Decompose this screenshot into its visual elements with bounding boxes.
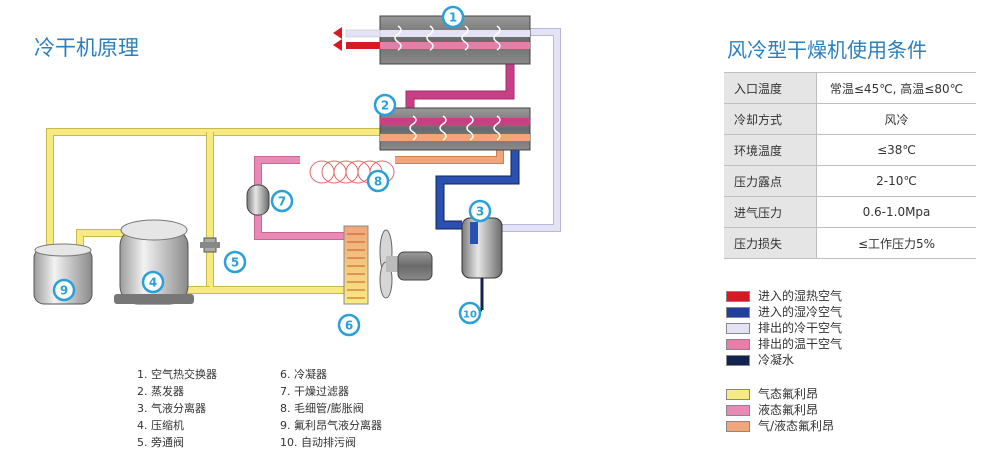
legend-swatch [726, 322, 750, 334]
cold-dry-air-pipe [500, 28, 561, 232]
badge-label: 7 [278, 195, 286, 209]
badge-label: 10 [463, 310, 477, 321]
dryer-filter [246, 184, 270, 216]
condition-value: 2-10℃ [816, 165, 976, 197]
legend-item: 冷凝水 [726, 352, 842, 368]
part-item: 9. 氟利昂气液分离器 [280, 419, 382, 432]
legend-item: 排出的冷干空气 [726, 320, 842, 336]
badge-6: 6 [337, 313, 361, 337]
badge-label: 5 [231, 256, 239, 270]
badge-label: 2 [381, 99, 389, 113]
parts-list-left: 1. 空气热交换器 2. 蒸发器 3. 气液分离器 4. 压缩机 5. 旁通阀 [137, 366, 217, 451]
part-item: 10. 自动排污阀 [280, 436, 356, 449]
condition-value: 常温≤45℃, 高温≤80℃ [816, 72, 976, 104]
badge-label: 4 [149, 276, 157, 290]
badge-label: 8 [374, 175, 382, 189]
legend-item: 气态氟利昂 [726, 386, 842, 402]
badge-label: 9 [60, 284, 68, 298]
condition-value: 风冷 [816, 103, 976, 135]
condition-row: 入口温度常温≤45℃, 高温≤80℃ [724, 72, 976, 104]
part-item: 5. 旁通阀 [137, 436, 184, 449]
condition-row: 压力损失≤工作压力5% [724, 227, 976, 259]
badge-7: 7 [270, 189, 294, 213]
legend-swatch [726, 290, 750, 302]
evaporator [379, 107, 531, 151]
condenser [343, 225, 369, 305]
legend-label: 进入的湿冷空气 [758, 305, 843, 319]
legend-label: 液态氟利昂 [758, 403, 819, 417]
condition-key: 进气压力 [724, 196, 817, 228]
legend-swatch [726, 354, 750, 366]
freon-liquid-pipe [254, 156, 345, 240]
legend-item: 液态氟利昂 [726, 402, 842, 418]
badge-4: 4 [141, 270, 165, 294]
legend-label: 气/液态氟利昂 [758, 419, 835, 433]
legend-label: 进入的湿热空气 [758, 289, 843, 303]
legend-item: 排出的温干空气 [726, 336, 842, 352]
part-item: 1. 空气热交换器 [137, 368, 217, 381]
badge-8: 8 [366, 169, 390, 193]
legend-swatch [726, 388, 750, 400]
condition-key: 压力损失 [724, 227, 817, 259]
badge-label: 1 [449, 11, 457, 25]
badge-1: 1 [441, 5, 465, 29]
part-item: 2. 蒸发器 [137, 385, 184, 398]
condition-key: 环境温度 [724, 134, 817, 166]
badge-3: 3 [468, 199, 492, 223]
condition-value: ≤38℃ [816, 134, 976, 166]
bypass-valve [200, 237, 220, 253]
legend-label: 排出的温干空气 [758, 337, 843, 351]
legend-label: 气态氟利昂 [758, 387, 819, 401]
color-legend: 进入的湿热空气进入的湿冷空气排出的冷干空气排出的温干空气冷凝水气态氟利昂液态氟利… [726, 288, 842, 434]
part-item: 3. 气液分离器 [137, 402, 206, 415]
part-item: 7. 干燥过滤器 [280, 385, 349, 398]
badge-5: 5 [223, 250, 247, 274]
badge-2: 2 [373, 93, 397, 117]
freon-gas-liquid-separator [33, 243, 93, 305]
part-item: 4. 压缩机 [137, 419, 184, 432]
air-inlet-outlet-arrows [333, 27, 381, 51]
warm-dry-air-pipe [405, 55, 515, 112]
legend-label: 冷凝水 [758, 353, 795, 367]
legend-swatch [726, 338, 750, 350]
part-item: 8. 毛细管/膨胀阀 [280, 402, 364, 415]
condition-value: 0.6-1.0Mpa [816, 196, 976, 228]
condition-row: 冷却方式风冷 [724, 103, 976, 135]
diagram-title: 冷干机原理 [34, 36, 139, 60]
condition-key: 压力露点 [724, 165, 817, 197]
cold-wet-air-pipe [435, 118, 520, 230]
legend-item: 进入的湿冷空气 [726, 304, 842, 320]
badge-9: 9 [52, 278, 76, 302]
part-item: 6. 冷凝器 [280, 368, 327, 381]
number-badges: 1 2 3 4 5 6 7 8 9 10 [52, 5, 492, 337]
legend-swatch [726, 404, 750, 416]
condition-row: 环境温度≤38℃ [724, 134, 976, 166]
compressor [114, 219, 194, 305]
conditions-title: 风冷型干燥机使用条件 [727, 38, 927, 62]
badge-10: 10 [458, 301, 482, 325]
condition-key: 冷却方式 [724, 103, 817, 135]
condition-value: ≤工作压力5% [816, 227, 976, 259]
badge-label: 6 [345, 319, 353, 333]
condenser-fan [379, 229, 400, 299]
badge-label: 3 [476, 205, 484, 219]
condition-key: 入口温度 [724, 72, 817, 104]
legend-swatch [726, 420, 750, 432]
legend-item: 进入的湿热空气 [726, 288, 842, 304]
legend-label: 排出的冷干空气 [758, 321, 843, 335]
legend-swatch [726, 306, 750, 318]
parts-list-right: 6. 冷凝器 7. 干燥过滤器 8. 毛细管/膨胀阀 9. 氟利昂气液分离器 10. 自… [280, 366, 382, 451]
fan-motor [397, 251, 433, 281]
legend-item: 气/液态氟利昂 [726, 418, 842, 434]
